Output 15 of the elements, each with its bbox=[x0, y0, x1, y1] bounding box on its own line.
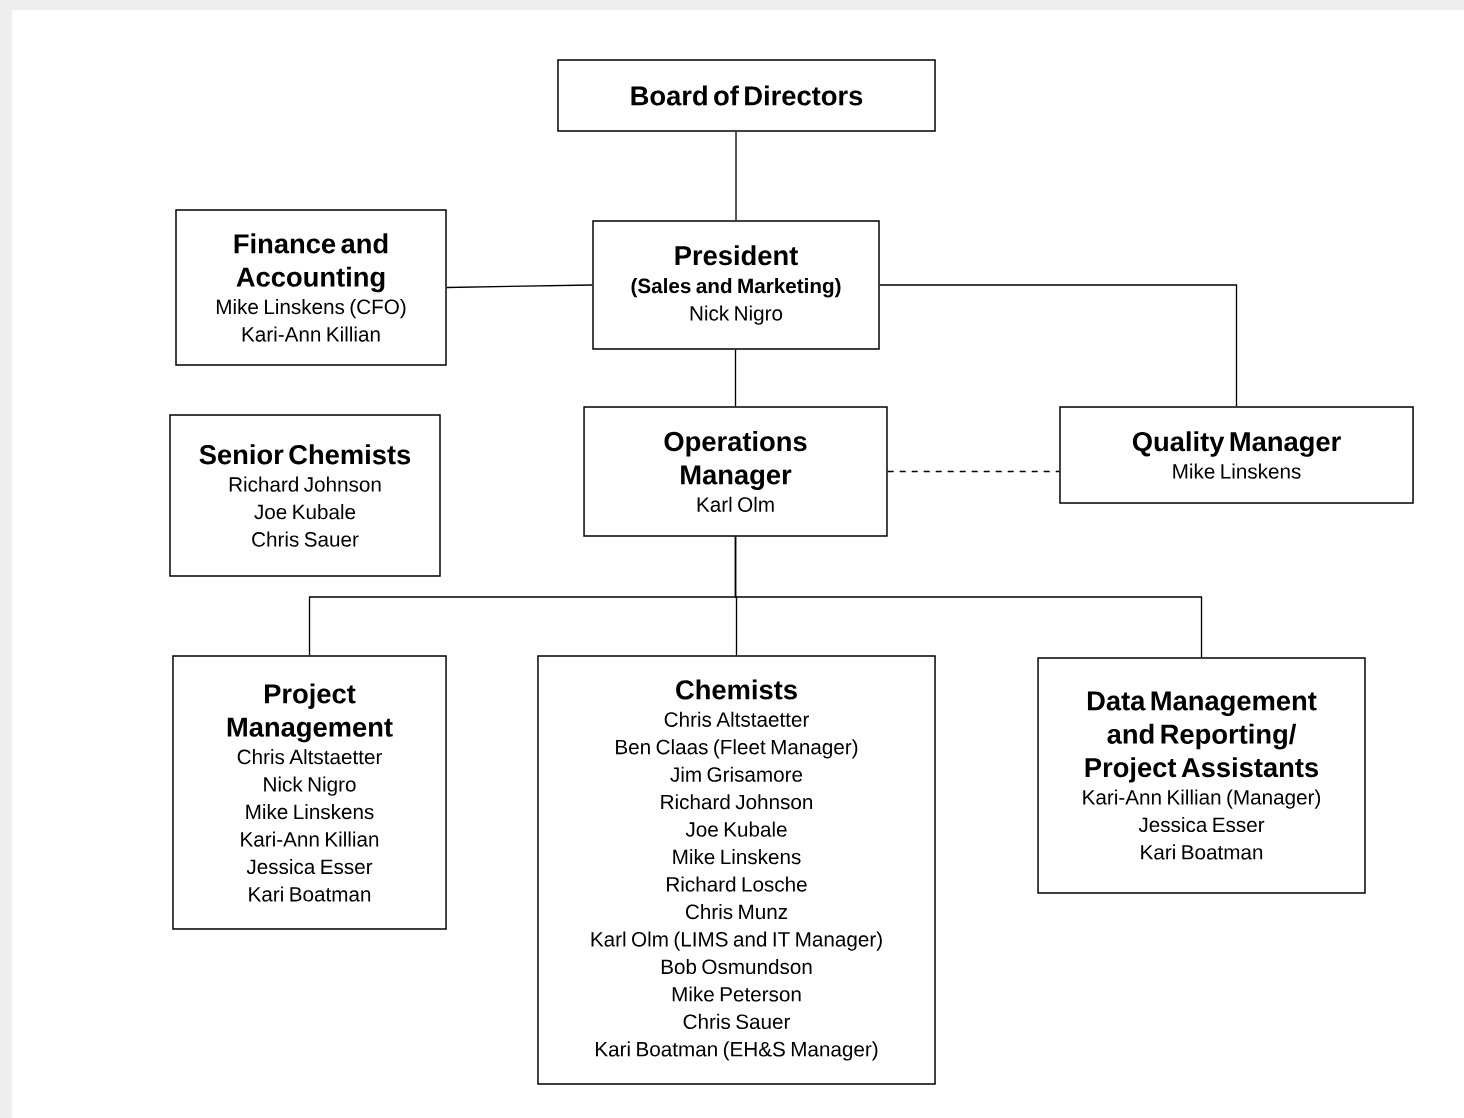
connector-line bbox=[446, 284, 593, 289]
connector-line bbox=[734, 536, 1203, 658]
org-box: Finance and Accounting Mike Linskens (CFO) Kari-Ann Killian bbox=[175, 209, 447, 366]
connector-line bbox=[887, 470, 1060, 473]
org-box: Board of Directors bbox=[557, 59, 936, 132]
org-box: Operations Manager Karl Olm bbox=[583, 406, 888, 537]
connector-line bbox=[734, 349, 737, 407]
org-box: Data Management and Reporting/ Project Assistants Kari-Ann Killian (Manager) Jessica Esser Kari Boatman bbox=[1037, 657, 1366, 894]
org-box: President (Sales and Marketing) Nick Nigro bbox=[592, 220, 880, 350]
org-box: Chemists Chris Altstaetter Ben Claas (Fleet Manager) Jim Grisamore Richard Johnson Joe Kubale Mike Linskens Richard Losche Chris Munz Karl Olm (LIMS and IT Manager) Bob Osmundson Mike Peterson Chris Sauer Kari Boatman (EH&S Manager) bbox=[537, 655, 936, 1085]
connector-line bbox=[879, 284, 1238, 407]
org-box: Quality Manager Mike Linskens bbox=[1059, 406, 1414, 504]
org-box: Project Management Chris Altstaetter Nick Nigro Mike Linskens Kari-Ann Killian Jessica Esser Kari Boatman bbox=[172, 655, 447, 930]
connector-line bbox=[735, 131, 737, 221]
org-box: Senior Chemists Richard Johnson Joe Kubale Chris Sauer bbox=[169, 414, 441, 577]
